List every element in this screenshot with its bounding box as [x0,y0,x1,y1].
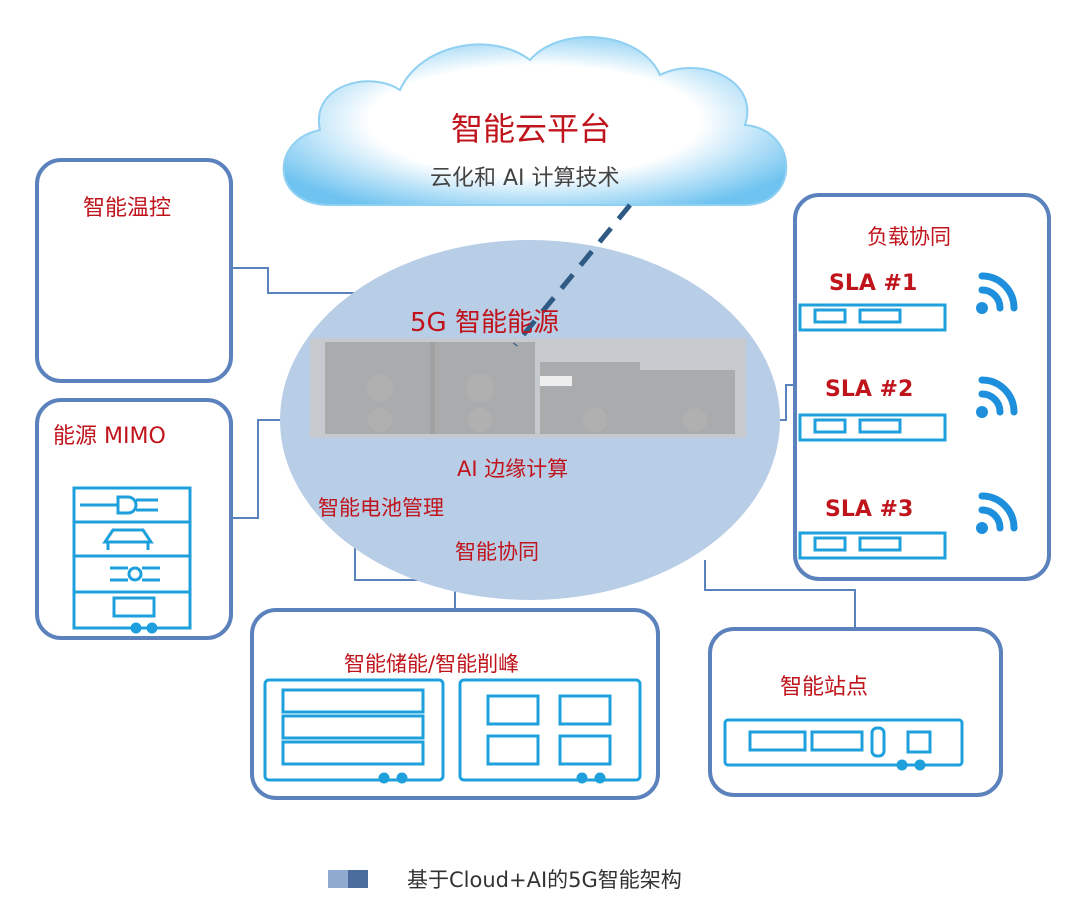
connector-site [704,560,856,627]
sla-2-label: SLA #2 [825,377,914,402]
thermal-title: 智能温控 [83,196,172,221]
site-device-icon [723,718,964,771]
storage-title: 智能储能/智能削峰 [344,652,520,676]
mimo-title: 能源 MIMO [53,424,166,449]
cloud-title: 智能云平台 [451,110,612,148]
figure-caption: 基于Cloud+AI的5G智能架构 [407,868,682,892]
cloud-link-dashed [513,203,632,347]
connector-load [778,384,795,421]
storage-box: 智能储能/智能削峰 [250,608,660,800]
cloud-subtitle: 云化和 AI 计算技术 [430,166,620,191]
sla-device-icons [798,303,947,560]
sla-3-label: SLA #3 [825,497,914,522]
energy-mimo-icon [72,486,192,634]
storage-rack-icon [263,678,445,784]
thermal-box: 智能温控 [35,158,233,383]
site-title: 智能站点 [780,675,869,700]
caption-marker [328,870,348,888]
load-box: 负载协同 SLA #1 SLA #2 SLA #3 [793,193,1051,581]
connector-mimo [232,419,285,519]
sla-1-label: SLA #1 [829,271,918,296]
battery-pack-icon [458,678,642,784]
power-equipment-image [310,338,746,438]
wifi-icons [976,272,1018,534]
site-box: 智能站点 [708,627,1003,797]
center-title: 5G 智能能源 [410,308,559,338]
center-label-battery: 智能电池管理 [318,496,444,520]
cloud-shape [282,36,788,206]
center-label-ai-edge: AI 边缘计算 [457,457,569,481]
mimo-box: 能源 MIMO [35,398,233,640]
connector-thermal [232,267,365,294]
center-label-coordination: 智能协同 [455,540,539,564]
connector-storage [354,548,456,608]
load-title: 负载协同 [867,225,951,249]
